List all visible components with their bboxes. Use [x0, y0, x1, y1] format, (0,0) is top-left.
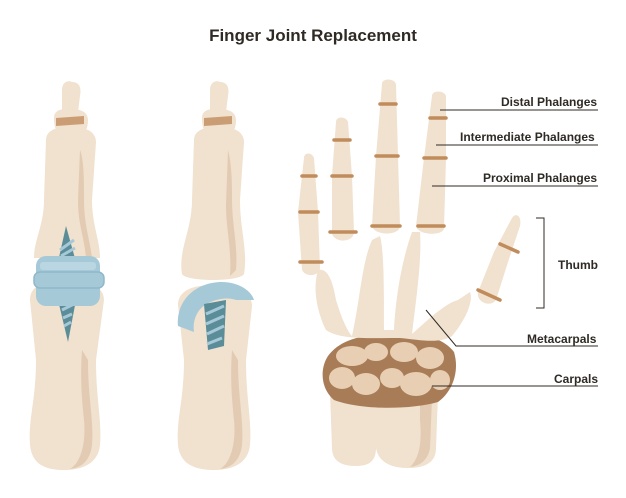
label-proximal-phalanges: Proximal Phalanges [483, 171, 598, 185]
carpal-bone [329, 367, 355, 389]
carpal-bone [380, 368, 404, 388]
carpal-bone [416, 347, 444, 369]
leader-lines [425, 109, 598, 387]
label-thumb: Thumb [558, 258, 598, 272]
index-finger [416, 91, 446, 234]
diagram-title: Finger Joint Replacement [209, 26, 417, 45]
thumb-bracket [536, 217, 545, 309]
carpal-bone [364, 343, 388, 361]
label-metacarpals: Metacarpals [527, 332, 597, 346]
label-distal-phalanges: Distal Phalanges [501, 95, 598, 109]
carpal-bone [390, 342, 418, 362]
carpal-bone [430, 370, 450, 390]
little-finger [298, 153, 320, 276]
finger-with-implant [29, 81, 105, 470]
carpal-bone [400, 372, 432, 396]
label-intermediate-phalanges: Intermediate Phalanges [460, 130, 595, 144]
fingertip-left [62, 81, 81, 112]
lower-bone-middle [177, 285, 252, 470]
label-carpals: Carpals [554, 372, 599, 386]
hand-skeleton [298, 79, 521, 468]
leader-metacarpals [425, 309, 598, 347]
finger-with-cap-implant [177, 81, 254, 470]
forearm-ulna [330, 392, 378, 466]
carpal-bone [336, 346, 368, 366]
palm-metacarpals [315, 232, 471, 341]
fingertip-middle [210, 81, 229, 112]
ring-finger [332, 117, 354, 241]
thumb [477, 215, 521, 304]
cap-implant [177, 282, 254, 332]
carpal-bone [352, 373, 380, 395]
